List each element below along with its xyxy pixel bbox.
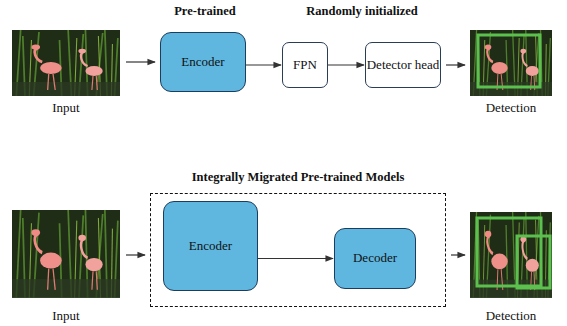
detection-box [478,35,540,87]
encoder-box: Encoder [160,32,246,92]
detection-box [477,218,541,286]
detection-box [517,236,550,288]
image-label: Input [52,100,79,116]
box-label: FPN [293,58,317,73]
box-label: Detector head [367,58,440,73]
box-label: Decoder [353,251,397,266]
encoder-box: Encoder [163,201,258,291]
box-label: Encoder [181,55,224,70]
detection-photo [470,212,552,298]
decoder-box: Decoder [334,228,416,289]
detector-head-box: Detector head [365,42,441,88]
group-title: Integrally Migrated Pre-trained Models [151,170,445,184]
box-label: Encoder [189,239,232,254]
fpn-box: FPN [282,42,328,88]
image-label: Detection [486,308,537,324]
flow-arrow [328,64,364,65]
flow-arrow [258,258,333,259]
flow-arrow [246,64,281,65]
input-photo [12,210,120,298]
image-label: Detection [486,100,537,116]
detection-photo [470,30,552,96]
image-label: Input [52,308,79,324]
stage-label: Randomly initialized [306,4,417,19]
model-group: Integrally Migrated Pre-trained ModelsEn… [150,193,446,307]
stage-label: Pre-trained [174,4,236,19]
input-photo [12,30,120,96]
